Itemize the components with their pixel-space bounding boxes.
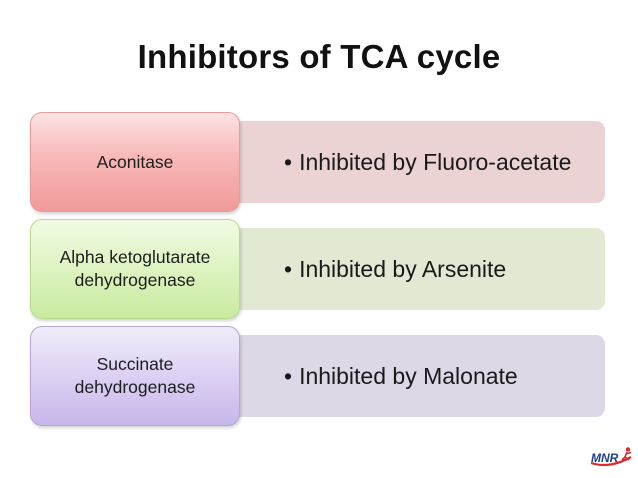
inhibitor-text: Inhibited by Arsenite <box>299 255 507 282</box>
slide-title: Inhibitors of TCA cycle <box>137 38 501 75</box>
mnr-logo: MNR <box>590 447 632 467</box>
inhibitor-text: Inhibited by Malonate <box>299 362 518 389</box>
inhibitor-text: Inhibited by Fluoro-acetate <box>299 148 572 175</box>
bullet-marker: • <box>284 148 293 175</box>
bullet-marker: • <box>284 362 293 389</box>
bullet-marker: • <box>284 255 293 282</box>
enzyme-label: Alpha ketoglutarate dehydrogenase <box>59 247 211 290</box>
enzyme-box: Alpha ketoglutarate dehydrogenase <box>30 219 240 319</box>
inhibitor-detail-panel: • Inhibited by Malonate <box>185 335 605 417</box>
inhibitor-row-alpha-ketoglutarate-dehydrogenase: • Inhibited by Arsenite Alpha ketoglutar… <box>30 219 608 329</box>
logo-text: MNR <box>591 451 619 465</box>
enzyme-label: Aconitase <box>96 151 174 172</box>
inhibitor-detail-panel: • Inhibited by Fluoro-acetate <box>185 121 605 203</box>
inhibitor-row-aconitase: • Inhibited by Fluoro-acetate Aconitase <box>30 112 608 222</box>
enzyme-box: Aconitase <box>30 112 240 212</box>
enzyme-box: Succinate dehydrogenase <box>30 326 240 426</box>
logo-figure-head <box>625 447 631 452</box>
logo-figure-body <box>621 451 632 461</box>
enzyme-label: Succinate dehydrogenase <box>74 354 196 397</box>
inhibitor-detail-panel: • Inhibited by Arsenite <box>185 228 605 310</box>
inhibitor-row-succinate-dehydrogenase: • Inhibited by Malonate Succinate dehydr… <box>30 326 608 436</box>
